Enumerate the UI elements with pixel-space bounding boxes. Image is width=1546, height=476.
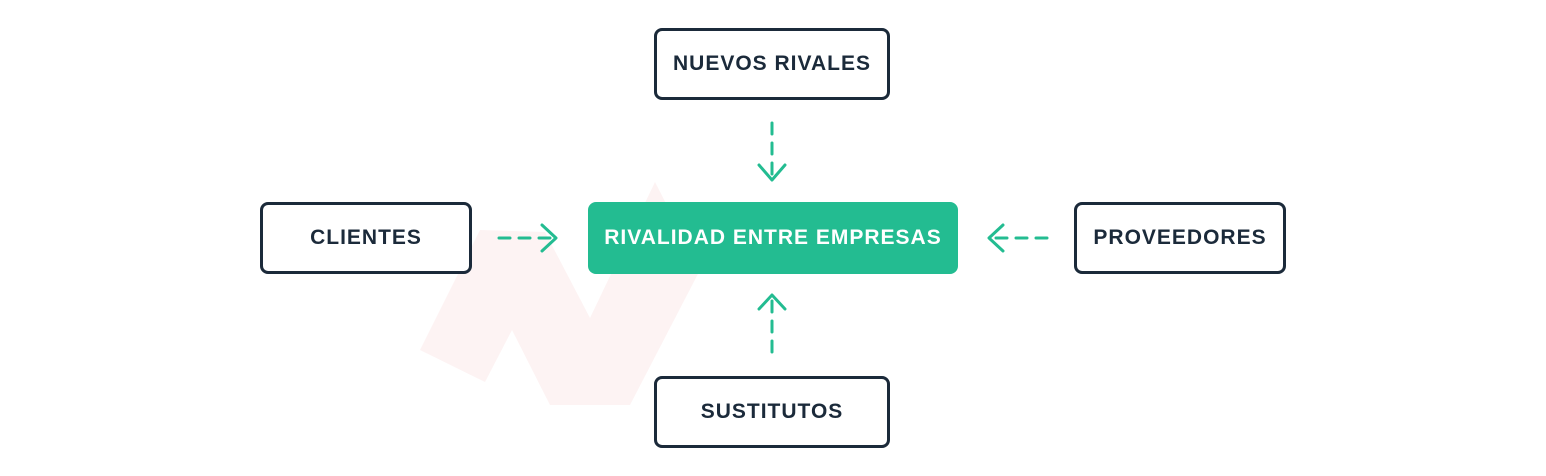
node-center-label: RIVALIDAD ENTRE EMPRESAS [604,226,942,249]
arrow-up-from-bottom [757,293,787,354]
node-top: NUEVOS RIVALES [654,28,890,100]
node-right-label: PROVEEDORES [1093,226,1267,249]
node-bottom: SUSTITUTOS [654,376,890,448]
arrow-right-from-left [497,223,558,253]
node-top-label: NUEVOS RIVALES [673,52,871,75]
node-left: CLIENTES [260,202,472,274]
node-right: PROVEEDORES [1074,202,1286,274]
node-left-label: CLIENTES [310,226,422,249]
node-bottom-label: SUSTITUTOS [700,400,844,423]
node-center: RIVALIDAD ENTRE EMPRESAS [588,202,958,274]
arrow-left-from-right [987,223,1049,253]
arrow-down-from-top [757,121,787,182]
